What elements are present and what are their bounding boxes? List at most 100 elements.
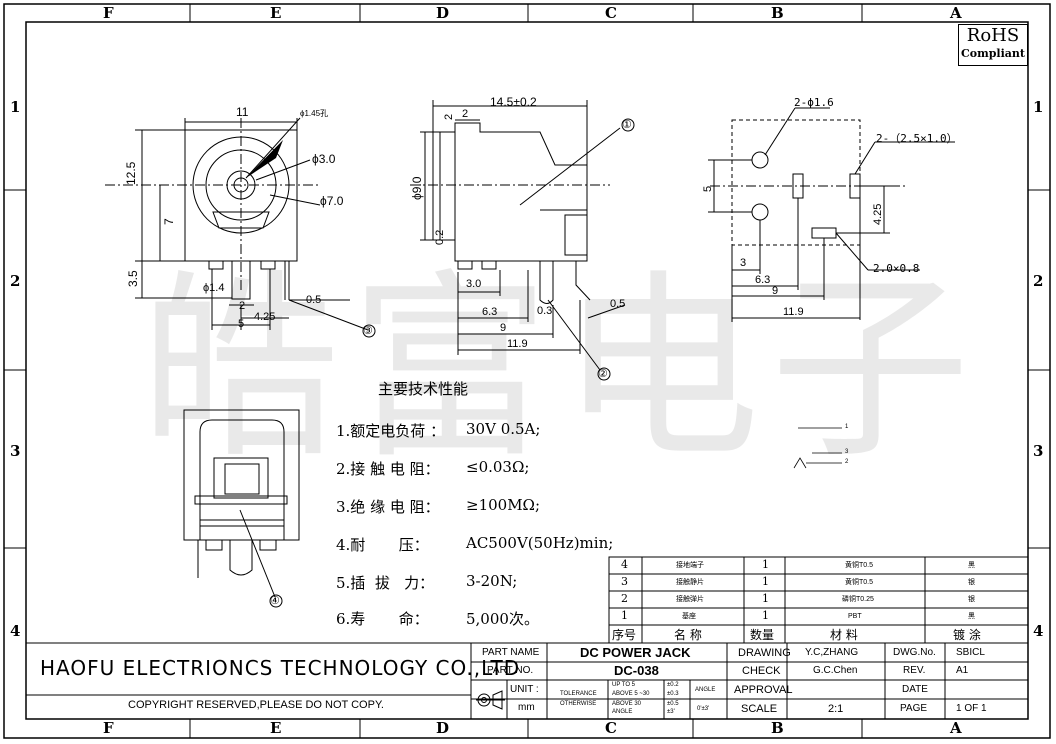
part-name-value: DC POWER JACK xyxy=(580,645,691,660)
spec-value-1: 30V 0.5A; xyxy=(466,420,541,438)
callout-1: ① xyxy=(622,119,632,131)
unit-label: UNIT : xyxy=(510,684,539,695)
spec-label-5: 5.插 拔 力： xyxy=(336,574,435,592)
spec-value-4: AC500V(50Hz)min; xyxy=(466,534,614,552)
zone-top-f: F xyxy=(103,4,114,22)
bom-row-3-no: 3 xyxy=(621,575,628,588)
rohs-subtitle: Compliant xyxy=(961,47,1025,60)
specs-title: 主要技术性能 xyxy=(378,380,469,398)
spec-label-1: 1.额定电负荷 ： xyxy=(336,422,446,440)
drawing-value: Y.C,ZHANG xyxy=(805,647,859,658)
company-name: HAOFU ELECTRIONCS TECHNOLOGY CO.,LTD xyxy=(40,656,521,680)
tol-range-2: ABOVE 5 ~30 xyxy=(612,691,650,697)
tol-range-4: ANGLE xyxy=(612,709,633,715)
zone-bottom-b: B xyxy=(771,719,784,737)
pcb-dim-h3: 9 xyxy=(772,285,779,297)
bom-header-qty: 数量 xyxy=(750,628,775,642)
bom-header-finish: 镀 涂 xyxy=(953,628,981,642)
zone-top-c: C xyxy=(605,4,617,22)
front-dim-p3: 5 xyxy=(238,318,245,330)
bom-row-3-material: 黄铜T0.5 xyxy=(845,579,874,586)
spec-value-3: ≥100MΩ; xyxy=(466,496,541,514)
bom-row-1-no: 1 xyxy=(621,609,628,622)
rohs-badge: RoHS Compliant xyxy=(958,24,1028,66)
zone-bottom-e: E xyxy=(270,719,282,737)
schematic-pin-3: 3 xyxy=(845,449,849,455)
front-dim-d1: ϕ1.45孔 xyxy=(300,109,329,118)
part-no-label: PART NO. xyxy=(487,665,534,676)
front-dim-d4: ϕ1.4 xyxy=(203,282,225,294)
bom-row-2-no: 2 xyxy=(621,592,628,605)
side-dim-b: 2 xyxy=(462,108,469,120)
spec-value-5: 3-20N; xyxy=(466,572,518,590)
zone-left-4: 4 xyxy=(10,622,21,640)
bom-row-2-name: 接触弹片 xyxy=(676,596,704,603)
part-name-label: PART NAME xyxy=(482,647,540,658)
zone-bottom-f: F xyxy=(103,719,114,737)
zone-top-b: B xyxy=(771,4,784,22)
bom-row-1-material: PBT xyxy=(848,613,862,620)
bom-row-1-finish: 黑 xyxy=(968,613,975,620)
bom-row-4-finish: 黑 xyxy=(968,562,975,569)
spec-value-6: 5,000次。 xyxy=(466,610,539,628)
front-dim-t: 0.5 xyxy=(306,294,322,306)
bom-row-1-name: 基座 xyxy=(682,613,696,620)
tol-value-1: ±0.2 xyxy=(667,682,679,688)
zone-top-e: E xyxy=(270,4,282,22)
otherwise-label: OTHERWISE xyxy=(560,701,597,707)
rev-label: REV. xyxy=(903,665,926,676)
pcb-dim-h2: 6.3 xyxy=(755,274,771,286)
bom-row-4-material: 黄铜T0.5 xyxy=(845,562,874,569)
date-label: DATE xyxy=(902,684,928,695)
side-dim-p2: 6.3 xyxy=(482,306,498,318)
callout-3: ③ xyxy=(363,325,373,337)
scale-value: 2:1 xyxy=(828,703,844,715)
page-label: PAGE xyxy=(900,703,928,714)
approval-label: APPROVAL xyxy=(734,684,793,696)
dwg-label: DWG.No. xyxy=(893,647,936,658)
zone-top-a: A xyxy=(950,4,962,22)
callout-2: ② xyxy=(598,368,608,380)
zone-left-2: 2 xyxy=(10,272,21,290)
zone-bottom-d: D xyxy=(436,719,450,737)
schematic-pin-1: 1 xyxy=(845,424,849,430)
tol-value-3: ±0.5 xyxy=(667,701,679,707)
spec-value-2: ≤0.03Ω; xyxy=(466,458,530,476)
spec-label-3: 3.绝 缘 电 阻： xyxy=(336,498,440,516)
pcb-hole-label: 2-ϕ1.6 xyxy=(794,96,834,109)
spec-label-2: 2.接 触 电 阻： xyxy=(336,460,440,478)
watermark: 皓富电子 xyxy=(140,253,981,486)
front-dim-w: 11 xyxy=(236,105,249,119)
side-dim-len: 14.5±0.2 xyxy=(490,95,537,109)
side-dim-p1: 3.0 xyxy=(466,278,482,290)
callout-4: ④ xyxy=(270,595,280,607)
bom-row-2-finish: 银 xyxy=(968,596,975,603)
spec-label-6: 6.寿 命： xyxy=(336,610,429,628)
bom-row-3-finish: 银 xyxy=(968,579,975,586)
zone-right-2: 2 xyxy=(1033,272,1044,290)
pcb-slot-label: 2-（2.5×1.0） xyxy=(876,132,958,145)
tol-range-1: UP TO 5 xyxy=(612,682,636,688)
tol-value-2: ±0.3 xyxy=(667,691,679,697)
tol-range-3: ABOVE 30 xyxy=(612,701,642,707)
front-dim-d3: ϕ7.0 xyxy=(320,194,344,208)
drawing-label: DRAWING xyxy=(738,647,791,659)
angle-value: 0'±3' xyxy=(697,706,710,712)
front-dim-d2: ϕ3.0 xyxy=(312,152,336,166)
side-dim-p3: 9 xyxy=(500,322,507,334)
scale-label: SCALE xyxy=(741,703,778,715)
zone-right-4: 4 xyxy=(1033,622,1044,640)
part-no-value: DC-038 xyxy=(614,663,659,678)
pcb-dim-h1: 3 xyxy=(740,257,747,269)
tol-value-4: ±3' xyxy=(667,709,675,715)
bom-row-4-qty: 1 xyxy=(762,558,769,571)
bom-row-4-name: 接地端子 xyxy=(676,562,704,569)
bom-header-no: 序号 xyxy=(612,628,637,642)
side-dim-p4: 11.9 xyxy=(507,338,528,350)
